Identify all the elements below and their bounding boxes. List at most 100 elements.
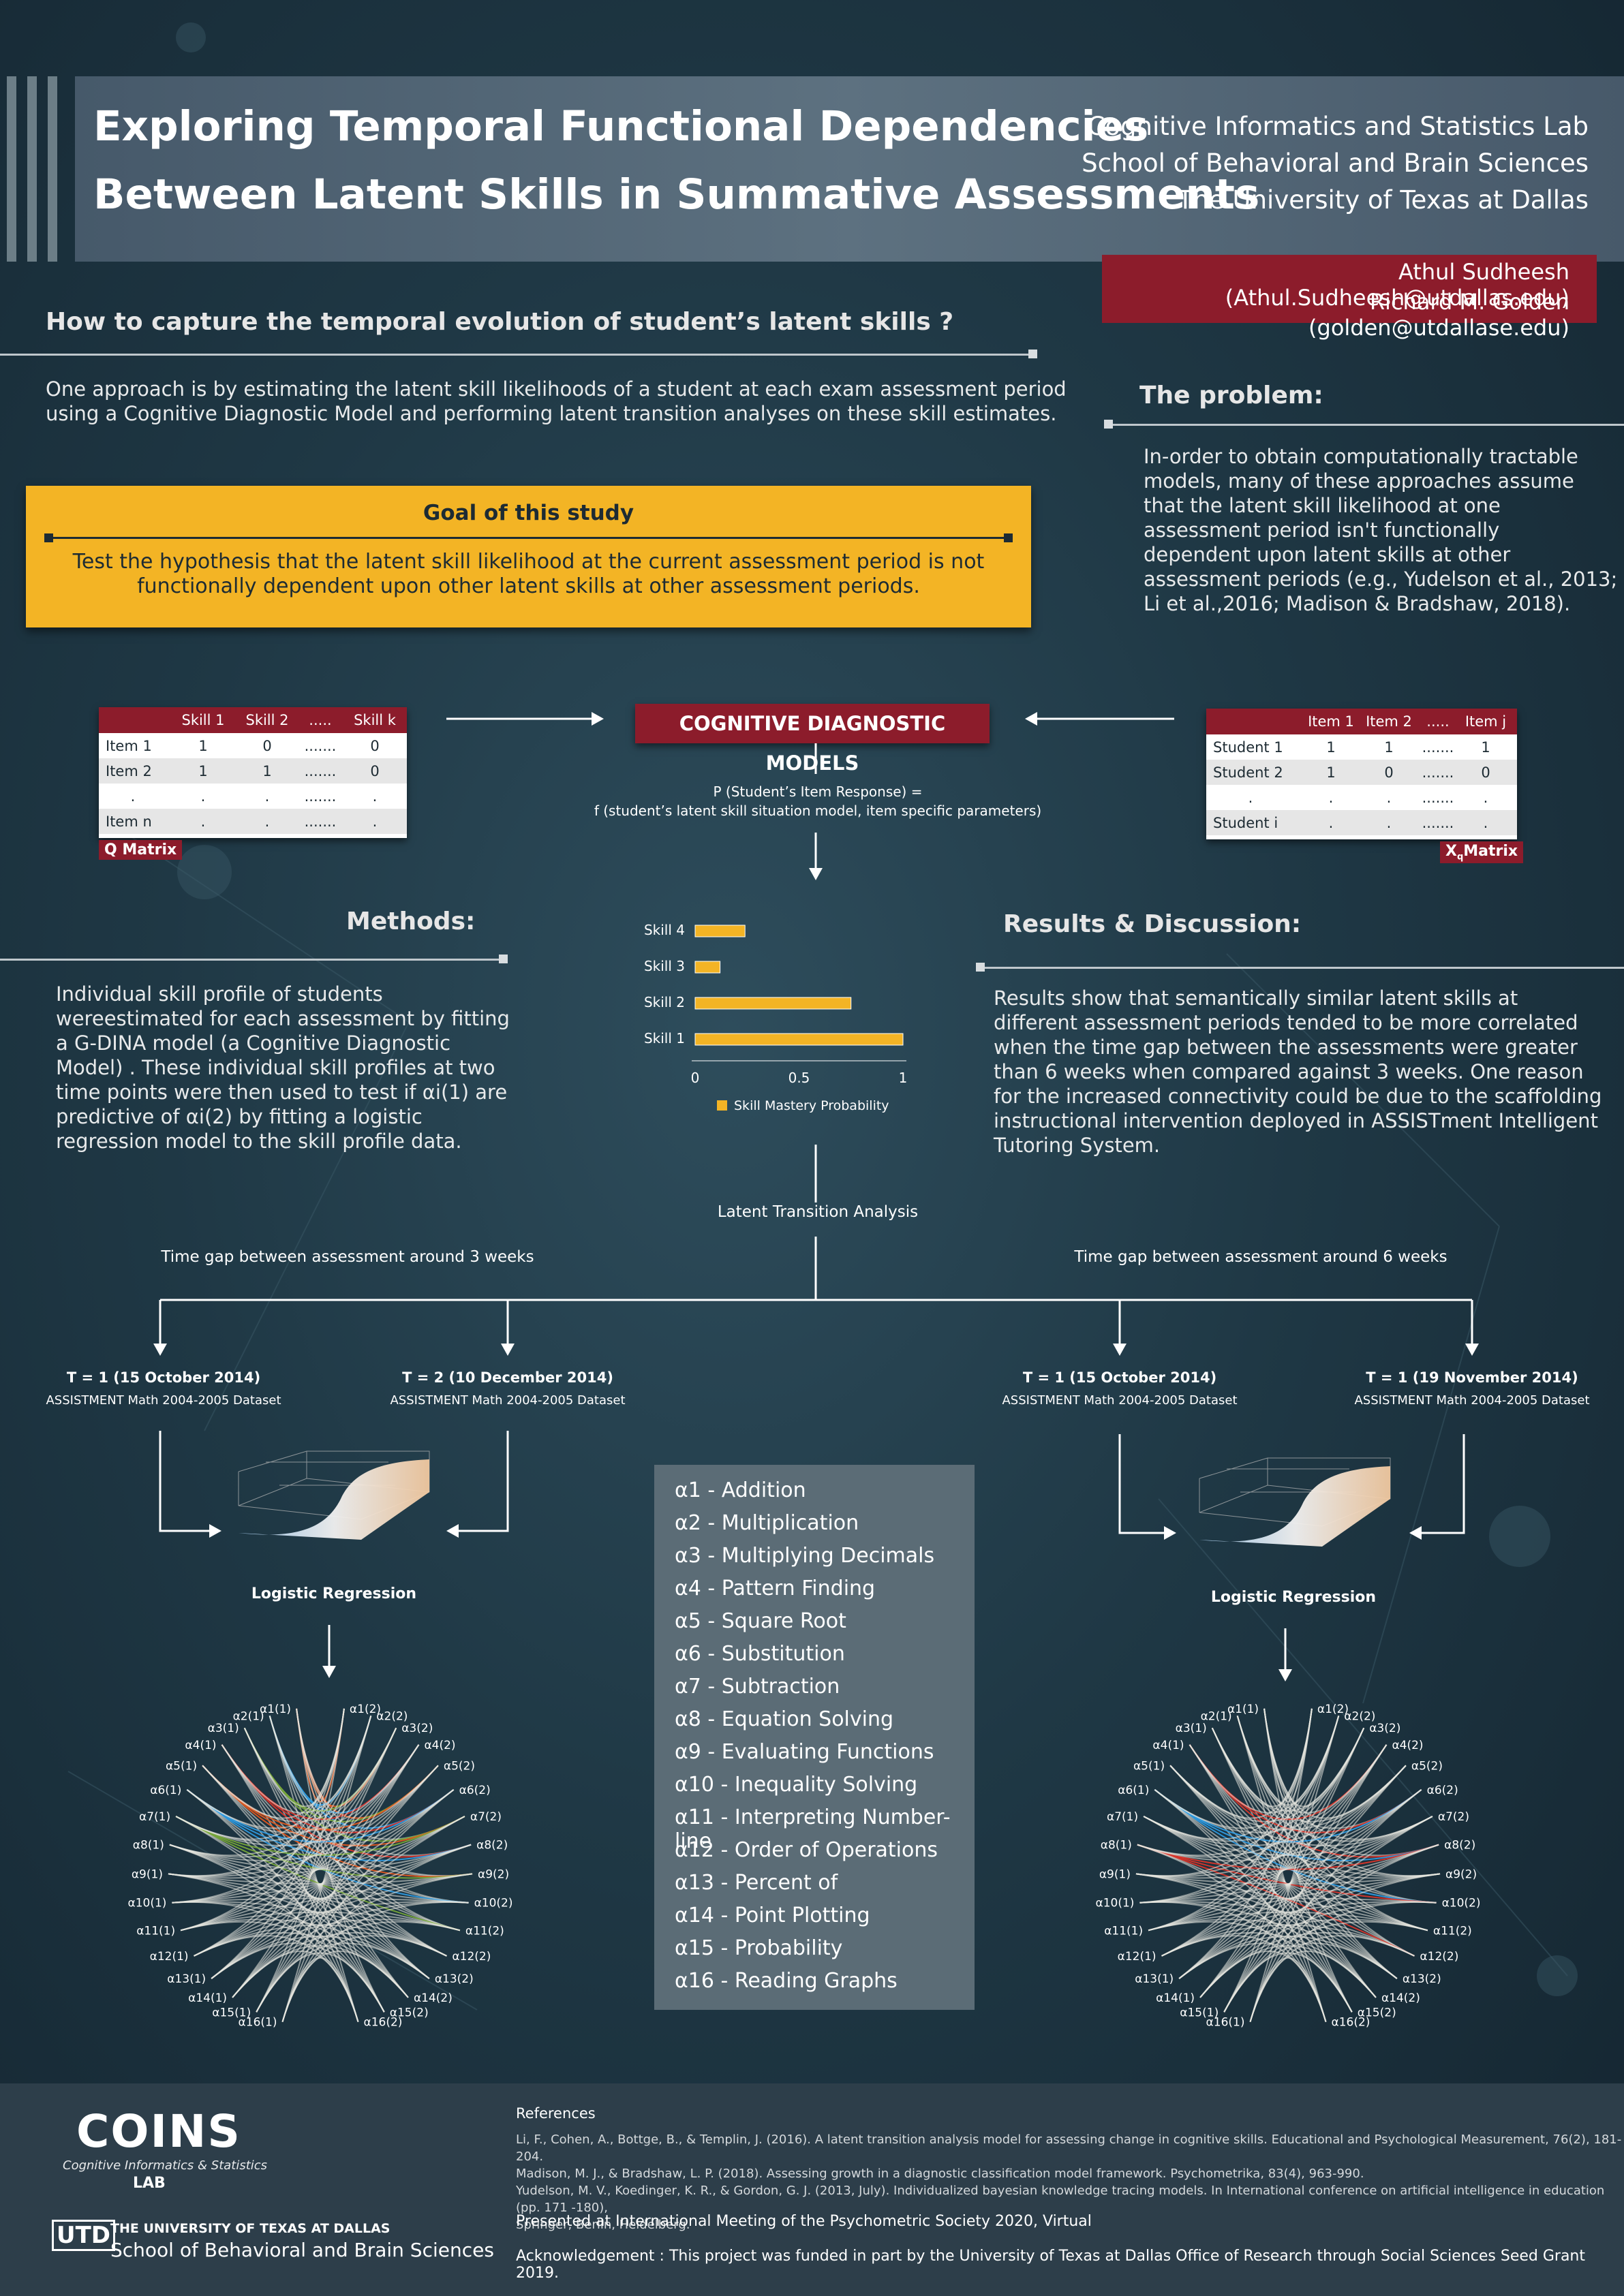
q-matrix-cell: .: [200, 813, 206, 830]
network-edge: [281, 1744, 420, 2022]
skill-legend-item: α10 - Inequality Solving: [675, 1773, 918, 1797]
skill-legend-box: α1 - Addition α2 - Multiplication α3 - M…: [654, 1465, 975, 2010]
logistic-regression-label-right: Logistic Regression: [1210, 1589, 1377, 1606]
network-node-t2: α12(2): [452, 1950, 491, 1964]
problem-line: dependent upon latent skills at other: [1144, 543, 1511, 566]
network-node-t2: α12(2): [1420, 1950, 1458, 1964]
problem-line: In-order to obtain computationally tract…: [1144, 445, 1578, 468]
network-edges: [168, 1708, 473, 2022]
methods-line: a G-DINA model (a Cognitive Diagnostic: [56, 1031, 451, 1055]
network-node-t1: α4(1): [185, 1739, 216, 1752]
cdm-connector: [814, 743, 817, 774]
methods-rule-end: [499, 955, 508, 963]
q-matrix-cell: 0: [262, 738, 272, 754]
network-node-t2: α2(2): [376, 1709, 408, 1723]
q-matrix-row: Item 1 1 0 ....... 0: [99, 733, 407, 758]
skill-legend-item: α12 - Order of Operations: [675, 1838, 938, 1862]
question-text-line-2: using a Cognitive Diagnostic Model and p…: [46, 402, 1057, 425]
network-edge: [175, 1765, 439, 1846]
logistic-surface-plot-left: [238, 1450, 430, 1540]
q-matrix-header: [99, 707, 407, 733]
network-edge: [180, 1708, 345, 1932]
x-matrix-cell: .: [1386, 790, 1392, 806]
question-rule: [0, 354, 1032, 356]
q-matrix-col-header: Skill k: [354, 712, 396, 728]
network-edge: [1249, 1951, 1377, 2022]
background-network-decoration: [67, 22, 1578, 2011]
skill-legend-item: α14 - Point Plotting: [675, 1904, 870, 1927]
arrow-x-to-cdm: [1025, 712, 1174, 726]
network-edge: [256, 1942, 430, 2013]
network-edge: [1211, 1727, 1407, 1822]
x-matrix-cell: .: [1328, 790, 1334, 806]
problem-heading: The problem:: [1139, 382, 1323, 409]
network-node-t2: α13(2): [1403, 1972, 1441, 1986]
legend-swatch: [717, 1100, 727, 1111]
results-rule: [981, 967, 1624, 969]
network-node-t1: α13(1): [167, 1972, 206, 1986]
results-line: for the increased connectivity could be …: [994, 1085, 1602, 1108]
goal-text-line-2: functionally dependent upon other latent…: [137, 574, 920, 598]
network-node-t1: α6(1): [1118, 1784, 1149, 1797]
x-matrix-cell: .......: [1422, 739, 1454, 756]
network-edges: [1135, 1708, 1441, 2022]
x-matrix-cell: 1: [1326, 764, 1336, 781]
q-matrix-cell: .......: [304, 763, 337, 779]
x-matrix-cell: 1: [1326, 739, 1336, 756]
bar: [694, 997, 852, 1010]
skill-legend-item: α11 - Interpreting Number-line: [675, 1805, 951, 1853]
q-matrix-label: Q Matrix: [99, 840, 183, 860]
goal-text: Test the hypothesis that the latent skil…: [26, 550, 1031, 599]
results-heading: Results & Discussion:: [1003, 910, 1302, 938]
lta-label: Latent Transition Analysis: [717, 1203, 919, 1221]
network-node-t1: α15(1): [1180, 2006, 1219, 2019]
x-matrix-col-header: Item 2: [1366, 713, 1412, 730]
skill-legend-item: α9 - Evaluating Functions: [675, 1740, 934, 1764]
skill-legend-item: α15 - Probability: [675, 1936, 843, 1960]
arrow-q-to-cdm: [446, 712, 604, 726]
network-edge: [243, 1727, 439, 1822]
x-matrix-row: Student 1 1 1 ....... 1: [1206, 734, 1517, 760]
references-list: Li, F., Cohen, A., Bottge, B., & Templin…: [516, 2131, 1624, 2233]
network-node-t1: α10(1): [128, 1897, 167, 1910]
network-node-t2: α11(2): [1433, 1924, 1472, 1938]
x-matrix-cell: .: [1248, 790, 1253, 806]
x-matrix-label-sub: q: [1456, 852, 1464, 863]
network-node-t1: α11(1): [136, 1924, 175, 1938]
coins-logo: COINS: [76, 2105, 241, 2158]
q-matrix-cell: Item 1: [106, 738, 152, 754]
problem-line: assessment periods (e.g., Yudelson et al…: [1144, 568, 1618, 591]
skill-legend-item: α3 - Multiplying Decimals: [675, 1544, 935, 1568]
network-edge: [1178, 1708, 1313, 1979]
gap-3-weeks-label: Time gap between assessment around 3 wee…: [161, 1248, 534, 1266]
network-node-t1: α2(1): [233, 1709, 264, 1723]
q-matrix-cell: 0: [370, 763, 380, 779]
network-node-t1: α11(1): [1104, 1924, 1143, 1938]
period-dataset: ASSISTMENT Math 2004-2005 Dataset: [46, 1393, 281, 1408]
network-edge: [1139, 1716, 1340, 1904]
network-node-t2: α3(2): [1369, 1722, 1400, 1735]
network-edge: [281, 1951, 409, 2022]
q-matrix-cell: Item 2: [106, 763, 152, 779]
period-title: T = 1 (15 October 2014): [1022, 1369, 1217, 1386]
problem-rule: [1109, 424, 1624, 426]
x-matrix-cell: 1: [1384, 739, 1394, 756]
network-node-t2: α5(2): [444, 1759, 475, 1773]
methods-line: Model) . These individual skill profiles…: [56, 1056, 495, 1079]
q-matrix-cell: 1: [198, 738, 208, 754]
logistic-surface-plot-right: [1199, 1457, 1391, 1547]
x-matrix-cell: Student i: [1213, 815, 1278, 831]
network-node-t2: α11(2): [465, 1924, 504, 1938]
reference-item: Li, F., Cohen, A., Bottge, B., & Templin…: [516, 2132, 1622, 2164]
network-node-t1: α13(1): [1135, 1972, 1174, 1986]
problem-line: assessment period isn't functionally: [1144, 518, 1500, 542]
results-line: Tutoring System.: [994, 1134, 1161, 1157]
network-node-t1: α3(1): [1176, 1722, 1207, 1735]
skill-legend-item: α1 - Addition: [675, 1478, 806, 1502]
x-matrix-header: [1206, 709, 1517, 734]
network-node-t1: α5(1): [1133, 1759, 1165, 1773]
network-node-t2: α10(2): [1442, 1897, 1481, 1910]
period-title: T = 1 (15 October 2014): [66, 1369, 261, 1386]
cdm-formula-line-2: f (student’s latent skill situation mode…: [594, 803, 1042, 819]
q-matrix-cell: 1: [262, 763, 272, 779]
